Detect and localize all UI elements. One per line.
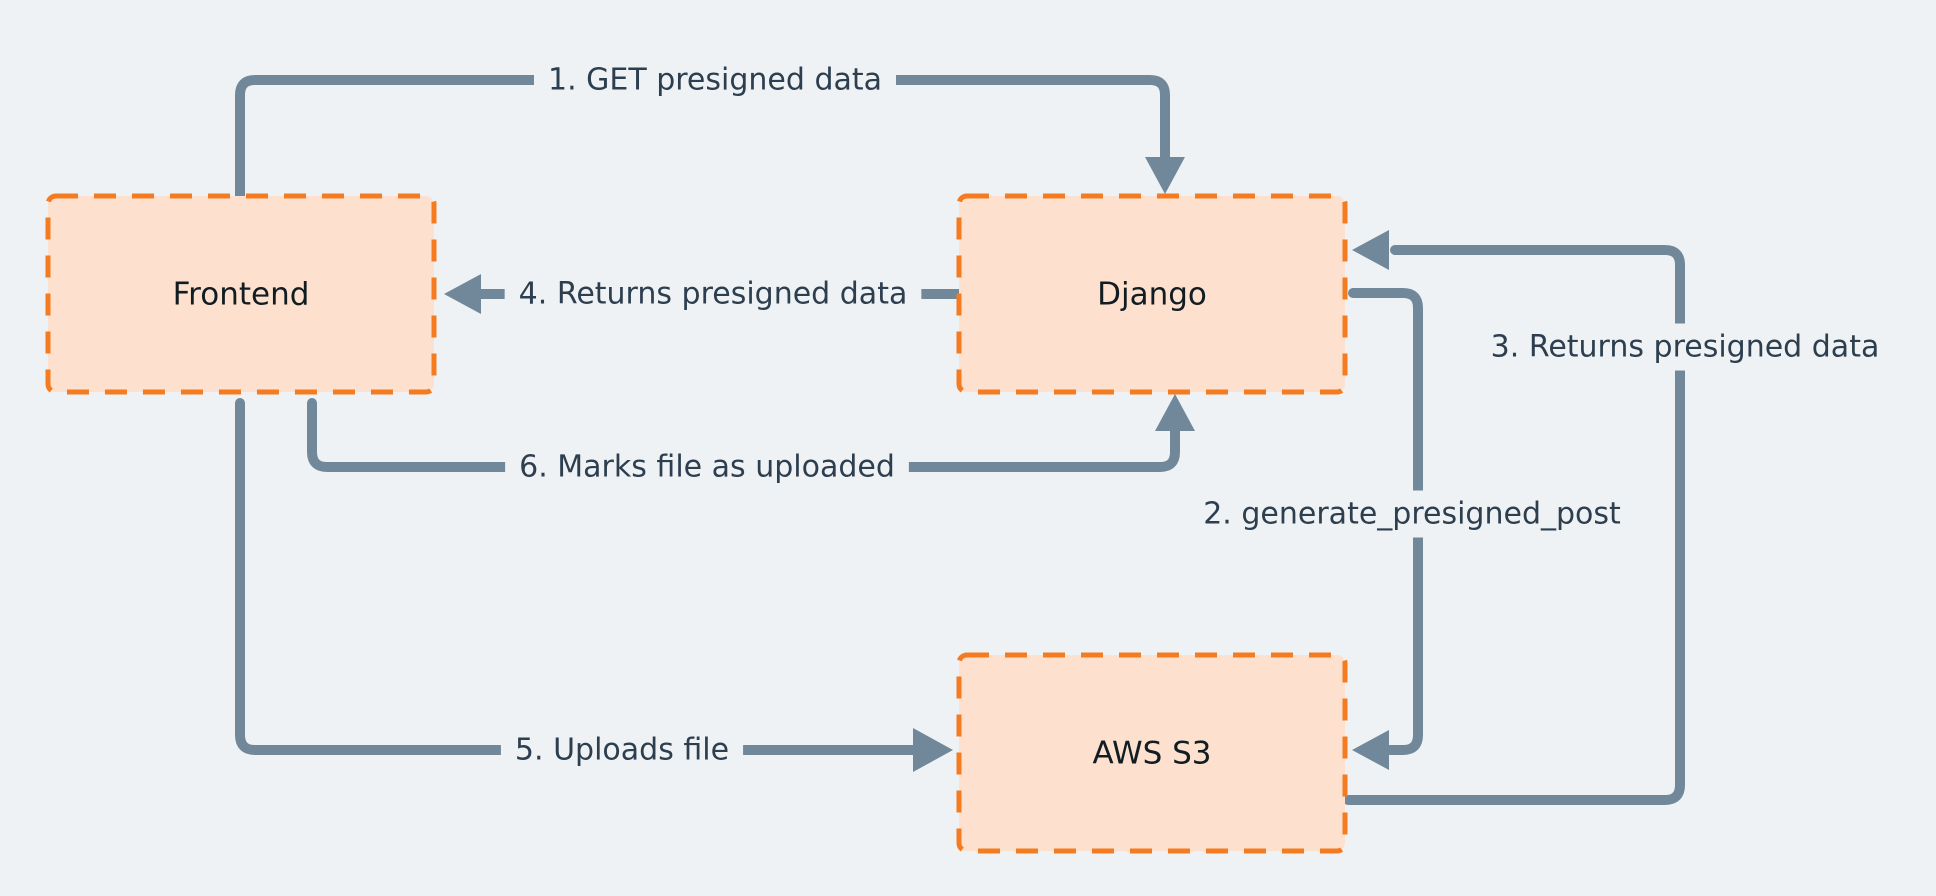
node-django-box[interactable] <box>956 193 1348 395</box>
edge-5-label: 5. Uploads file <box>515 733 729 768</box>
edge-1-get-presigned-data: 1. GET presigned data <box>235 56 1185 201</box>
node-django-label: Django <box>1097 277 1207 313</box>
node-aws-s3-label: AWS S3 <box>1092 736 1211 772</box>
edge-4-label: 4. Returns presigned data <box>519 277 908 312</box>
node-aws-s3[interactable]: AWS S3 <box>956 652 1348 854</box>
edge-5-label-background <box>500 726 744 774</box>
edge-1-label-background <box>533 56 897 104</box>
edge-6-arrowhead <box>1155 394 1195 431</box>
edge-6-marks-file-as-uploaded: 6. Marks file as uploaded <box>307 394 1195 491</box>
node-django[interactable]: Django <box>956 193 1348 395</box>
edge-6-label: 6. Marks file as uploaded <box>519 450 895 485</box>
edge-1-label: 1. GET presigned data <box>548 63 882 98</box>
edge-3-path <box>1343 245 1685 805</box>
node-frontend-label: Frontend <box>173 277 310 313</box>
edge-3-label: 3. Returns presigned data <box>1491 330 1880 365</box>
edge-6-label-background <box>505 443 909 491</box>
edge-5-arrowhead <box>913 728 953 772</box>
edge-4-returns-presigned-data: 4. Returns presigned data <box>444 270 964 318</box>
node-frontend[interactable]: Frontend <box>45 193 437 395</box>
edge-4-arrowhead <box>444 274 481 314</box>
edge-3-label-background <box>1476 323 1894 371</box>
edge-5-path <box>235 398 920 755</box>
node-aws-s3-box[interactable] <box>956 652 1348 854</box>
node-frontend-box[interactable] <box>45 193 437 395</box>
edge-2-arrowhead <box>1352 730 1389 770</box>
edge-2-generate-presigned-post: 2. generate_presigned_post <box>1189 288 1636 770</box>
edge-3-returns-presigned-data: 3. Returns presigned data <box>1343 230 1894 805</box>
edge-4-label-background <box>504 270 922 318</box>
edge-2-label-background <box>1189 490 1636 538</box>
edge-2-label: 2. generate_presigned_post <box>1203 497 1621 532</box>
edge-5-uploads-file: 5. Uploads file <box>235 398 953 774</box>
edge-1-arrowhead <box>1145 157 1185 194</box>
edge-3-arrowhead <box>1352 230 1389 270</box>
